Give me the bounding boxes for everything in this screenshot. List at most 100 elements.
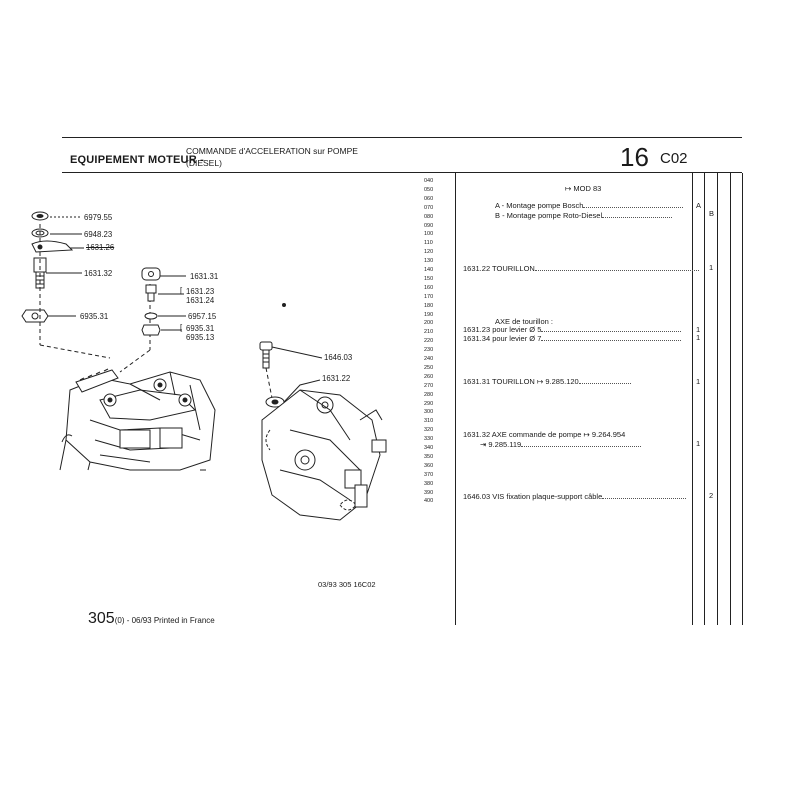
callout-1631-24: 1631.24 — [186, 296, 215, 305]
line-number: 370 — [424, 471, 434, 478]
leader-dots — [541, 325, 682, 332]
table-left-rule — [455, 173, 456, 625]
axe-header: AXE de tourillon : — [495, 317, 553, 326]
variant-b-label: B - Montage pompe Roto-Diesel — [495, 211, 603, 220]
line-number: 290 — [424, 400, 434, 407]
leader-dots — [521, 440, 642, 447]
variant-a-label: A - Montage pompe Bosch — [495, 201, 584, 210]
variant-a-row: A - Montage pompe Bosch — [495, 201, 684, 210]
callout-6979-55: 6979.55 — [84, 213, 113, 222]
page-number: 305 — [88, 610, 115, 627]
line-number: 070 — [424, 204, 434, 211]
row-1631-23: 1631.23 pour levier Ø 5 — [463, 325, 682, 334]
header-top-rule — [62, 137, 742, 138]
callout-1631-22: 1631.22 — [322, 374, 351, 383]
row-1646-03: 1646.03 VIS fixation plaque-support câbl… — [463, 492, 687, 501]
line-number: 330 — [424, 436, 434, 443]
row-1631-31: 1631.31 TOURILLON ↦ 9.285.120 — [463, 377, 631, 386]
line-number: 040 — [424, 178, 434, 184]
row-1631-22: 1631.22 TOURILLON — [463, 264, 699, 273]
variant-b-col: B — [709, 209, 715, 218]
line-number: 260 — [424, 373, 434, 380]
mod-marker: MOD 83 — [573, 184, 602, 193]
col-divider-4 — [730, 173, 731, 625]
line-number: 110 — [424, 240, 433, 247]
callout-6948-23: 6948.23 — [84, 230, 113, 239]
variant-b-row: B - Montage pompe Roto-Diesel — [495, 211, 673, 220]
line-number: 060 — [424, 195, 434, 202]
line-number: 350 — [424, 453, 434, 460]
line-number: 180 — [424, 302, 434, 309]
callout-6935-31: 6935.31 — [186, 324, 215, 333]
group-number: 16 — [620, 142, 649, 172]
callout-1631-26: 1631.26 — [86, 243, 115, 252]
line-number: 310 — [424, 418, 434, 425]
arrow-right-icon: ↦ — [536, 377, 544, 386]
item-1631-23: 1631.23 pour levier Ø 5 — [463, 325, 542, 334]
section-title: EQUIPEMENT MOTEUR - — [70, 154, 204, 166]
leader-dots — [602, 211, 673, 218]
leader-dots — [602, 492, 687, 499]
line-number: 270 — [424, 382, 434, 389]
item-1631-22: 1631.22 TOURILLON — [463, 264, 535, 273]
group-code: C02 — [660, 150, 688, 167]
line-number: 380 — [424, 480, 434, 487]
line-number: 220 — [424, 338, 434, 345]
line-number: 140 — [424, 267, 434, 273]
line-number: 210 — [424, 329, 434, 336]
row-1631-34: 1631.34 pour levier Ø 7 — [463, 334, 682, 343]
callout-6935-31-left: 6935.31 — [80, 312, 109, 321]
qty-1631-22: 1 — [709, 263, 714, 272]
callout-6957-15: 6957.15 — [188, 312, 217, 321]
variant-a-col: A — [696, 201, 702, 210]
qty-1631-31: 1 — [696, 377, 701, 386]
ref-1631-31: 9.285.120 — [545, 377, 579, 386]
drawing-reference: 03/93 305 16C02 — [318, 580, 376, 589]
line-number: 100 — [424, 231, 434, 238]
line-number: 120 — [424, 249, 434, 256]
line-number: 190 — [424, 311, 434, 318]
line-number: 090 — [424, 222, 434, 229]
leader-dots — [583, 201, 684, 208]
line-number: 400 — [424, 498, 434, 505]
line-number: 200 — [424, 320, 434, 327]
line-number: 240 — [424, 356, 434, 362]
line-number: 280 — [424, 391, 434, 398]
page-footer: 305(0) - 06/93 Printed in France — [88, 610, 215, 628]
arrow-right-icon: ↦ — [565, 184, 572, 193]
callout-bracket-1: [ — [180, 286, 183, 295]
arrow-right-icon: ↦ — [583, 430, 590, 439]
arrow-end-icon: ⇥ — [480, 440, 487, 449]
subtitle-line-1: COMMANDE d'ACCELERATION sur POMPE — [186, 146, 358, 156]
header-bottom-rule — [62, 172, 742, 173]
line-number: 300 — [424, 409, 434, 416]
line-number: 230 — [424, 347, 434, 354]
line-number: 390 — [424, 489, 434, 496]
qty-1646-03: 2 — [709, 491, 714, 500]
line-number: 150 — [424, 275, 434, 282]
row-1631-32: 1631.32 AXE commande de pompe ↦ 9.264.95… — [463, 430, 625, 439]
qty-1631-34: 1 — [696, 333, 701, 342]
callout-1646-03: 1646.03 — [324, 353, 353, 362]
item-1631-34: 1631.34 pour levier Ø 7 — [463, 334, 542, 343]
line-number: 160 — [424, 284, 434, 291]
line-number: 320 — [424, 427, 434, 434]
leader-dots — [541, 334, 682, 341]
callout-1631-31: 1631.31 — [190, 272, 219, 281]
callout-6935-13: 6935.13 — [186, 333, 215, 342]
ref-1631-32a: 9.264.954 — [591, 430, 626, 439]
item-1631-31: 1631.31 TOURILLON — [463, 377, 535, 386]
ref-1631-32b: 9.285.119 — [488, 440, 522, 449]
line-number: 130 — [424, 258, 434, 265]
qty-1631-23: 1 — [696, 325, 701, 334]
qty-1631-32: 1 — [696, 439, 701, 448]
subtitle-line-2: (DIESEL) — [186, 158, 222, 168]
callout-bracket-2: [ — [180, 323, 183, 332]
mod-marker-row: ↦ MOD 83 — [565, 184, 601, 193]
line-number: 250 — [424, 364, 434, 371]
col-divider-5 — [742, 173, 743, 625]
leader-dots — [578, 377, 631, 384]
col-divider-1 — [692, 173, 693, 625]
line-number: 340 — [424, 445, 434, 451]
